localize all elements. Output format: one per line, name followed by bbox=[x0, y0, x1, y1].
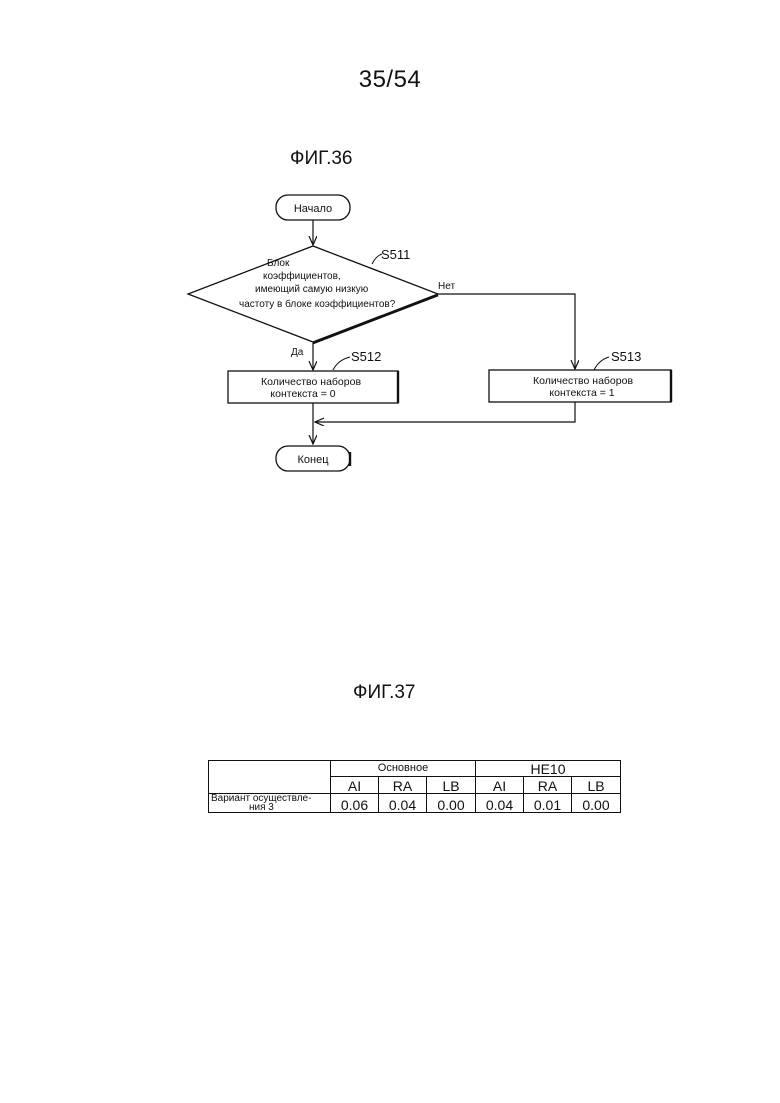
decision-text-line-2: коэффициентов, bbox=[263, 270, 341, 282]
table-row-label: Вариант осуществле- ния 3 bbox=[209, 794, 331, 813]
connector-s513-merge bbox=[315, 402, 575, 422]
end-label: Конец bbox=[297, 454, 329, 466]
start-label: Начало bbox=[294, 203, 332, 215]
process-s513-line-1: Количество наборов bbox=[533, 375, 633, 387]
table-cell: 0.04 bbox=[379, 794, 427, 813]
yes-label: Да bbox=[291, 347, 304, 358]
table-column-header: AI bbox=[476, 777, 524, 794]
step-s513-leader bbox=[594, 357, 609, 370]
process-s512-line-1: Количество наборов bbox=[261, 376, 361, 388]
step-s511-label: S511 bbox=[381, 247, 410, 262]
table-group-header: Основное bbox=[331, 761, 476, 777]
table-cell: 0.04 bbox=[476, 794, 524, 813]
table-column-header: RA bbox=[524, 777, 572, 794]
table-cell: 0.00 bbox=[427, 794, 476, 813]
table-group-header: HE10 bbox=[476, 761, 621, 777]
decision-text-line-4: частоту в блоке коэффициентов? bbox=[239, 298, 396, 310]
figure-37-title: ФИГ.37 bbox=[353, 682, 415, 704]
table-cell: 0.06 bbox=[331, 794, 379, 813]
connector-no bbox=[438, 294, 575, 369]
table-corner-cell bbox=[209, 761, 331, 794]
table-cell: 0.01 bbox=[524, 794, 572, 813]
no-label: Нет bbox=[438, 281, 455, 292]
table-column-header: LB bbox=[572, 777, 621, 794]
table-column-header: LB bbox=[427, 777, 476, 794]
step-s512-label: S512 bbox=[351, 349, 381, 364]
table-cell: 0.00 bbox=[572, 794, 621, 813]
decision-text-line-1: Блок bbox=[267, 258, 290, 269]
step-s512-leader bbox=[333, 357, 350, 370]
table-column-header: AI bbox=[331, 777, 379, 794]
decision-text-line-3: имеющий самую низкую bbox=[255, 284, 369, 295]
results-table: Основное HE10 AI RA LB AI RA LB Вариант … bbox=[208, 760, 621, 813]
table-column-header: RA bbox=[379, 777, 427, 794]
process-s513-line-2: контекста = 1 bbox=[549, 387, 614, 399]
table-row: Вариант осуществле- ния 3 0.06 0.04 0.00… bbox=[209, 794, 621, 813]
process-s512-line-2: контекста = 0 bbox=[270, 388, 335, 400]
row-label-line-2: ния 3 bbox=[211, 802, 274, 813]
step-s513-label: S513 bbox=[611, 349, 641, 364]
